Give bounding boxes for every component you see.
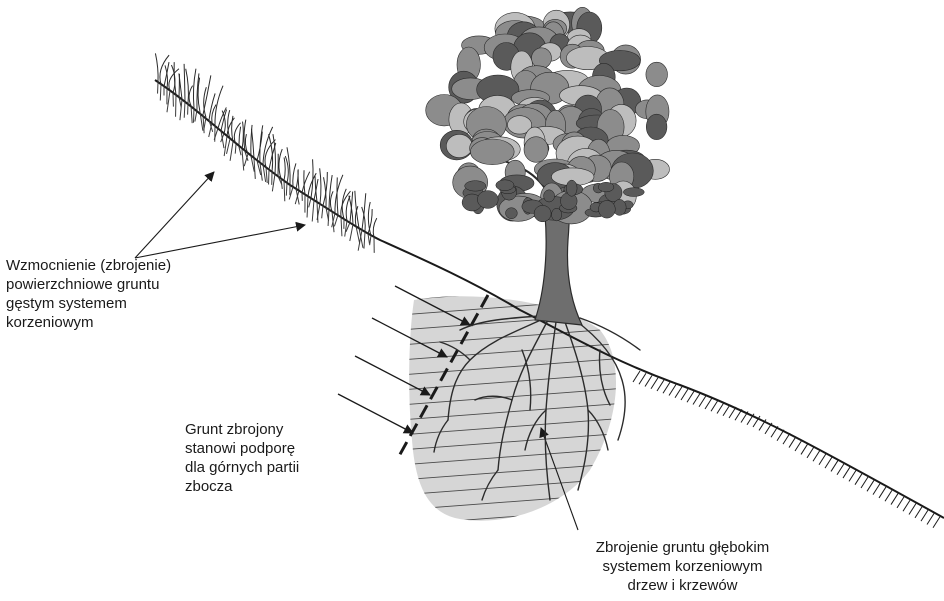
label-line: zbocza xyxy=(185,477,299,496)
label-line: Zbrojenie gruntu głębokim xyxy=(520,538,845,557)
label-line: Wzmocnienie (zbrojenie) xyxy=(6,256,171,275)
label-deep-root-reinforcement: Zbrojenie gruntu głębokim systemem korze… xyxy=(520,538,845,595)
ground-hatching xyxy=(633,371,940,528)
tree-icon xyxy=(426,7,670,224)
label-line: drzew i krzewów xyxy=(520,576,845,595)
grass-tuft-icon xyxy=(155,53,376,252)
label-line: dla górnych partii xyxy=(185,458,299,477)
label-line: stanowi podporę xyxy=(185,439,299,458)
label-surface-reinforcement: Wzmocnienie (zbrojenie) powierzchniowe g… xyxy=(6,256,171,332)
label-line: Grunt zbrojony xyxy=(185,420,299,439)
reinforced-soil-zone xyxy=(400,282,640,525)
label-line: powierzchniowe gruntu xyxy=(6,275,171,294)
label-reinforced-soil-support: Grunt zbrojony stanowi podporę dla górny… xyxy=(185,420,299,496)
label-line: gęstym systemem xyxy=(6,294,171,313)
label-line: korzeniowym xyxy=(6,313,171,332)
label-line: systemem korzeniowym xyxy=(520,557,845,576)
